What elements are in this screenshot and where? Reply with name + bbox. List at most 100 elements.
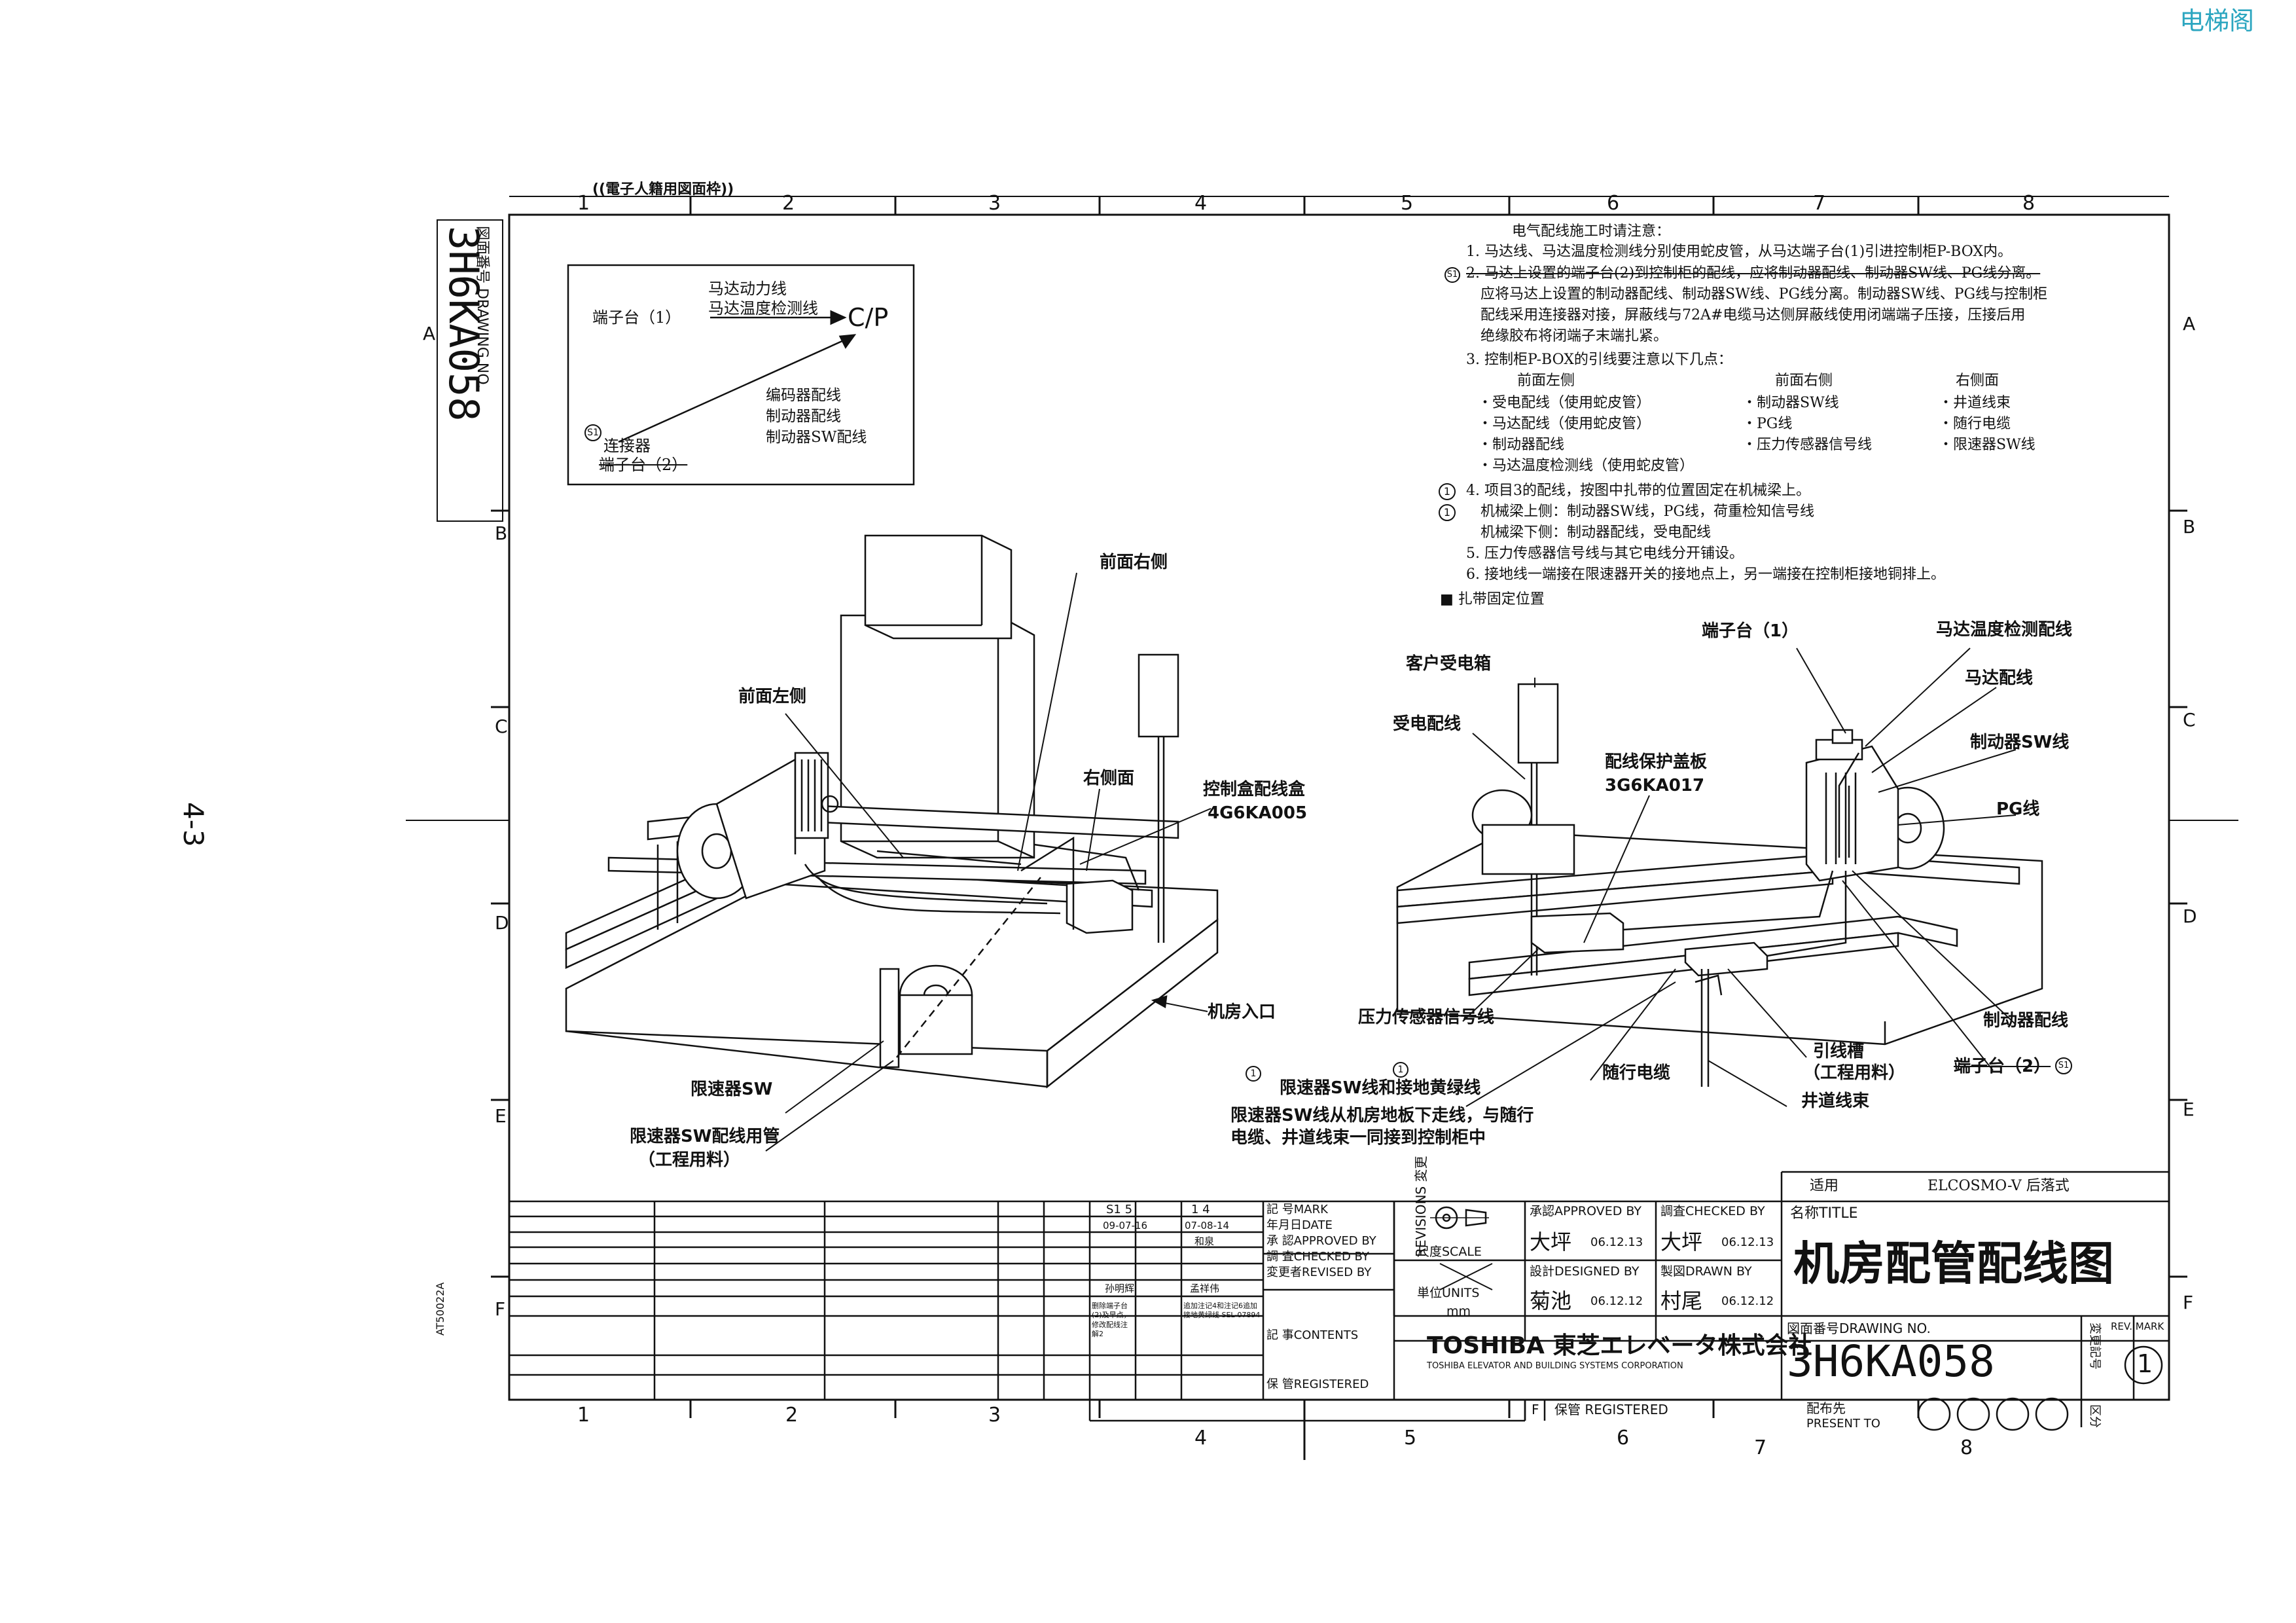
label-pg: PG线 [1996,799,2040,819]
label-ctrl-box-no: 4G6KA005 [1208,803,1308,823]
rev-approved-label: 承 認APPROVED BY [1266,1234,1376,1248]
tb-scale-label: 尺度SCALE [1417,1245,1482,1259]
label-motor: 马达配线 [1965,668,2034,688]
col-number-bottom-3: 3 [988,1404,1001,1427]
schematic-rev-mark: S1 [584,424,601,441]
label-cover-no: 3G6KA017 [1605,776,1705,795]
row-letter-f: F [495,1298,506,1320]
rev-4-mark: 1 4 [1191,1203,1210,1216]
note-r-2: ・随行电缆 [1939,416,2011,432]
note-2a: 应将马达上设置的制动器配线、制动器SW线、PG线分离。制动器SW线、PG线与控制… [1480,286,2048,302]
col-number-bottom-7: 7 [1754,1436,1767,1459]
schematic-terminal1: 端子台（1） [592,308,681,327]
rev-revised-label: 変更者REVISED BY [1266,1266,1372,1279]
present-to-circle-2 [1956,1397,1990,1431]
label-gov-ground-rev-mark-2: 1 [1393,1062,1408,1078]
label-gov-ground-rev-mark: 1 [1246,1066,1261,1082]
row-letter-a-right: A [2183,313,2196,335]
schematic-temp-line: 马达温度检测线 [708,299,818,318]
col-number-bottom-5: 5 [1404,1427,1417,1450]
tb-present-to: PRESENT TO [1806,1417,1880,1431]
rev-registered-label: 保 管REGISTERED [1266,1377,1369,1391]
schematic-connector: 连接器 [603,437,651,455]
right-machine-room-drawing [1396,647,2043,1107]
rev-checked-label: 調 査CHECKED BY [1266,1250,1369,1264]
schematic-box [567,264,915,486]
label-gov-ground: 限速器SW线和接地黄绿线 [1280,1078,1481,1098]
tb-designed-date: 06.12.12 [1590,1294,1643,1308]
col-number-5: 5 [1401,192,1414,215]
label-hoistway: 井道线束 [1801,1091,1870,1111]
label-gov-note-2: 电缆、井道线束一同接到控制柜中 [1230,1128,1486,1148]
schematic-diagonal-line [618,336,852,443]
watermark: 电梯阁 [2179,7,2255,35]
label-duct: 引线槽 [1813,1042,1865,1061]
row-letter-f-right: F [2183,1292,2194,1313]
rev-5-revised: 孙明辉 [1105,1283,1135,1294]
tb-units-label: 単位UNITS [1417,1286,1480,1300]
tb-units: mm [1446,1304,1471,1319]
tb-applicable: ELCOSMO-V 后落式 [1928,1178,2070,1194]
tb-company: TOSHIBA 東芝エレベータ株式会社 [1427,1332,1812,1359]
note-fl-2: ・马达配线（使用蛇皮管） [1478,416,1651,432]
present-to-circle-1 [1917,1397,1951,1431]
col-number-4: 4 [1194,192,1208,215]
side-code: AT50022A [434,1282,446,1336]
label-travel: 随行电缆 [1602,1063,1671,1083]
tb-drawing-no-label: 図面番号DRAWING NO. [1787,1321,1931,1336]
label-front-right: 前面右侧 [1100,553,1168,572]
tb-drawn: 村尾 [1660,1288,1703,1313]
col-number-bottom-1: 1 [577,1404,590,1427]
note-7: ■ 扎带固定位置 [1440,591,1545,608]
tb-rev-mark-label: REV. MARK [2111,1321,2164,1332]
label-brake-sw: 制动器SW线 [1970,733,2070,752]
tb-drawing-no: 3H6KA058 [1787,1336,1995,1387]
note-4a: 机械梁上侧：制动器SW线，PG线，荷重检知信号线 [1480,503,1815,520]
rev-5-mark: S1 5 [1106,1203,1133,1216]
note-4b: 机械梁下侧：制动器配线，受电配线 [1480,524,1712,541]
col-number-bottom-6: 6 [1617,1427,1630,1450]
note-fr-2: ・PG线 [1742,416,1793,432]
note-fl-4: ・马达温度检测线（使用蛇皮管） [1478,458,1695,474]
note-r-3: ・限速器SW线 [1939,437,2036,453]
tb-approved-label: 承認APPROVED BY [1530,1204,1642,1218]
row-letter-d: D [495,912,509,934]
label-temp: 马达温度检测配线 [1936,620,2073,640]
note-4: 4. 项目3的配线，按图中扎带的位置固定在机械梁上。 [1466,483,1810,499]
rev-contents-label: 記 事CONTENTS [1266,1328,1359,1342]
label-governor-pipe: 限速器SW配线用管 [630,1127,780,1146]
label-terminal2-rev-mark: S1 [2055,1057,2072,1074]
note-5: 5. 压力传感器信号线与其它电线分开铺设。 [1466,545,1744,562]
schematic-power-line: 马达动力线 [708,280,787,298]
col-number-bottom-8: 8 [1960,1436,1973,1459]
col-number-bottom-4: 4 [1194,1427,1208,1450]
row-letter-a: A [423,323,436,344]
tb-revisions-vertical: REVISIONS 変更 [1413,1156,1429,1257]
row-letter-e: E [495,1105,507,1127]
note-2-rev-mark: S1 [1444,267,1460,283]
col-number-3: 3 [988,192,1001,215]
label-governor-pipe-2: （工程用料） [638,1150,741,1170]
note-1: 1. 马达线、马达温度检测线分别使用蛇皮管，从马达端子台(1)引进控制柜P-BO… [1466,244,2013,260]
note-r-1: ・井道线束 [1939,395,2011,411]
label-gov-note-1: 限速器SW线从机房地板下走线，与随行 [1230,1106,1534,1125]
schematic-brake: 制动器配线 [766,408,841,425]
note-fl-1: ・受电配线（使用蛇皮管） [1478,395,1651,411]
note-col-right: 右侧面 [1956,373,2000,389]
col-number-7: 7 [1813,192,1826,215]
tb-title: 机房配管配线图 [1793,1237,2114,1290]
note-col-front-right: 前面右侧 [1775,373,1833,389]
rev-5-date: 09-07-16 [1103,1220,1148,1231]
tb-checked-date: 06.12.13 [1721,1235,1774,1249]
rev-4-revised: 孟祥伟 [1190,1283,1220,1294]
label-ctrl-box: 控制盒配线盒 [1203,780,1306,799]
row-letter-c-right: C [2183,709,2196,731]
tb-approved-date: 06.12.13 [1590,1235,1643,1249]
label-brake: 制动器配线 [1983,1011,2069,1030]
present-to-circle-3 [1996,1397,2030,1431]
col-number-2: 2 [782,192,795,215]
tb-title-label: 名称TITLE [1790,1205,1858,1222]
label-power-wire: 受电配线 [1393,714,1462,734]
present-to-circle-4 [2035,1397,2069,1431]
label-pressure: 压力传感器信号线 [1358,1008,1495,1027]
